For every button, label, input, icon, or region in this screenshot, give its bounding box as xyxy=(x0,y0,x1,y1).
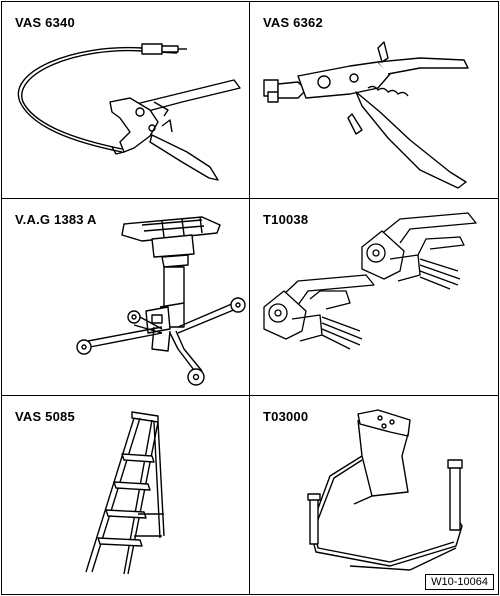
tool-label: T10038 xyxy=(263,212,309,227)
tool-cell-vas-6340: VAS 6340 xyxy=(2,2,250,199)
tool-cell-vas-6362: VAS 6362 xyxy=(250,2,498,199)
step-ladder-drawing xyxy=(85,411,165,575)
support-bracket-drawing xyxy=(307,409,463,571)
tool-label: T03000 xyxy=(263,409,309,424)
figure-reference: W10-10064 xyxy=(425,574,494,590)
transmission-jack-drawing xyxy=(76,216,246,386)
tool-cell-vag-1383-a: V.A.G 1383 A xyxy=(2,199,250,396)
hose-clamp-pliers-cable-drawing xyxy=(17,43,241,181)
hose-clip-pliers-drawing xyxy=(263,41,469,189)
tool-label: V.A.G 1383 A xyxy=(15,212,97,227)
tool-cell-t03000: T03000 W10-10064 xyxy=(250,396,498,594)
tool-label: VAS 6362 xyxy=(263,15,323,30)
tool-cell-vas-5085: VAS 5085 xyxy=(2,396,250,594)
tension-straps-drawing xyxy=(263,212,477,350)
tool-cell-t10038: T10038 xyxy=(250,199,498,396)
tool-label: VAS 5085 xyxy=(15,409,75,424)
tool-label: VAS 6340 xyxy=(15,15,75,30)
